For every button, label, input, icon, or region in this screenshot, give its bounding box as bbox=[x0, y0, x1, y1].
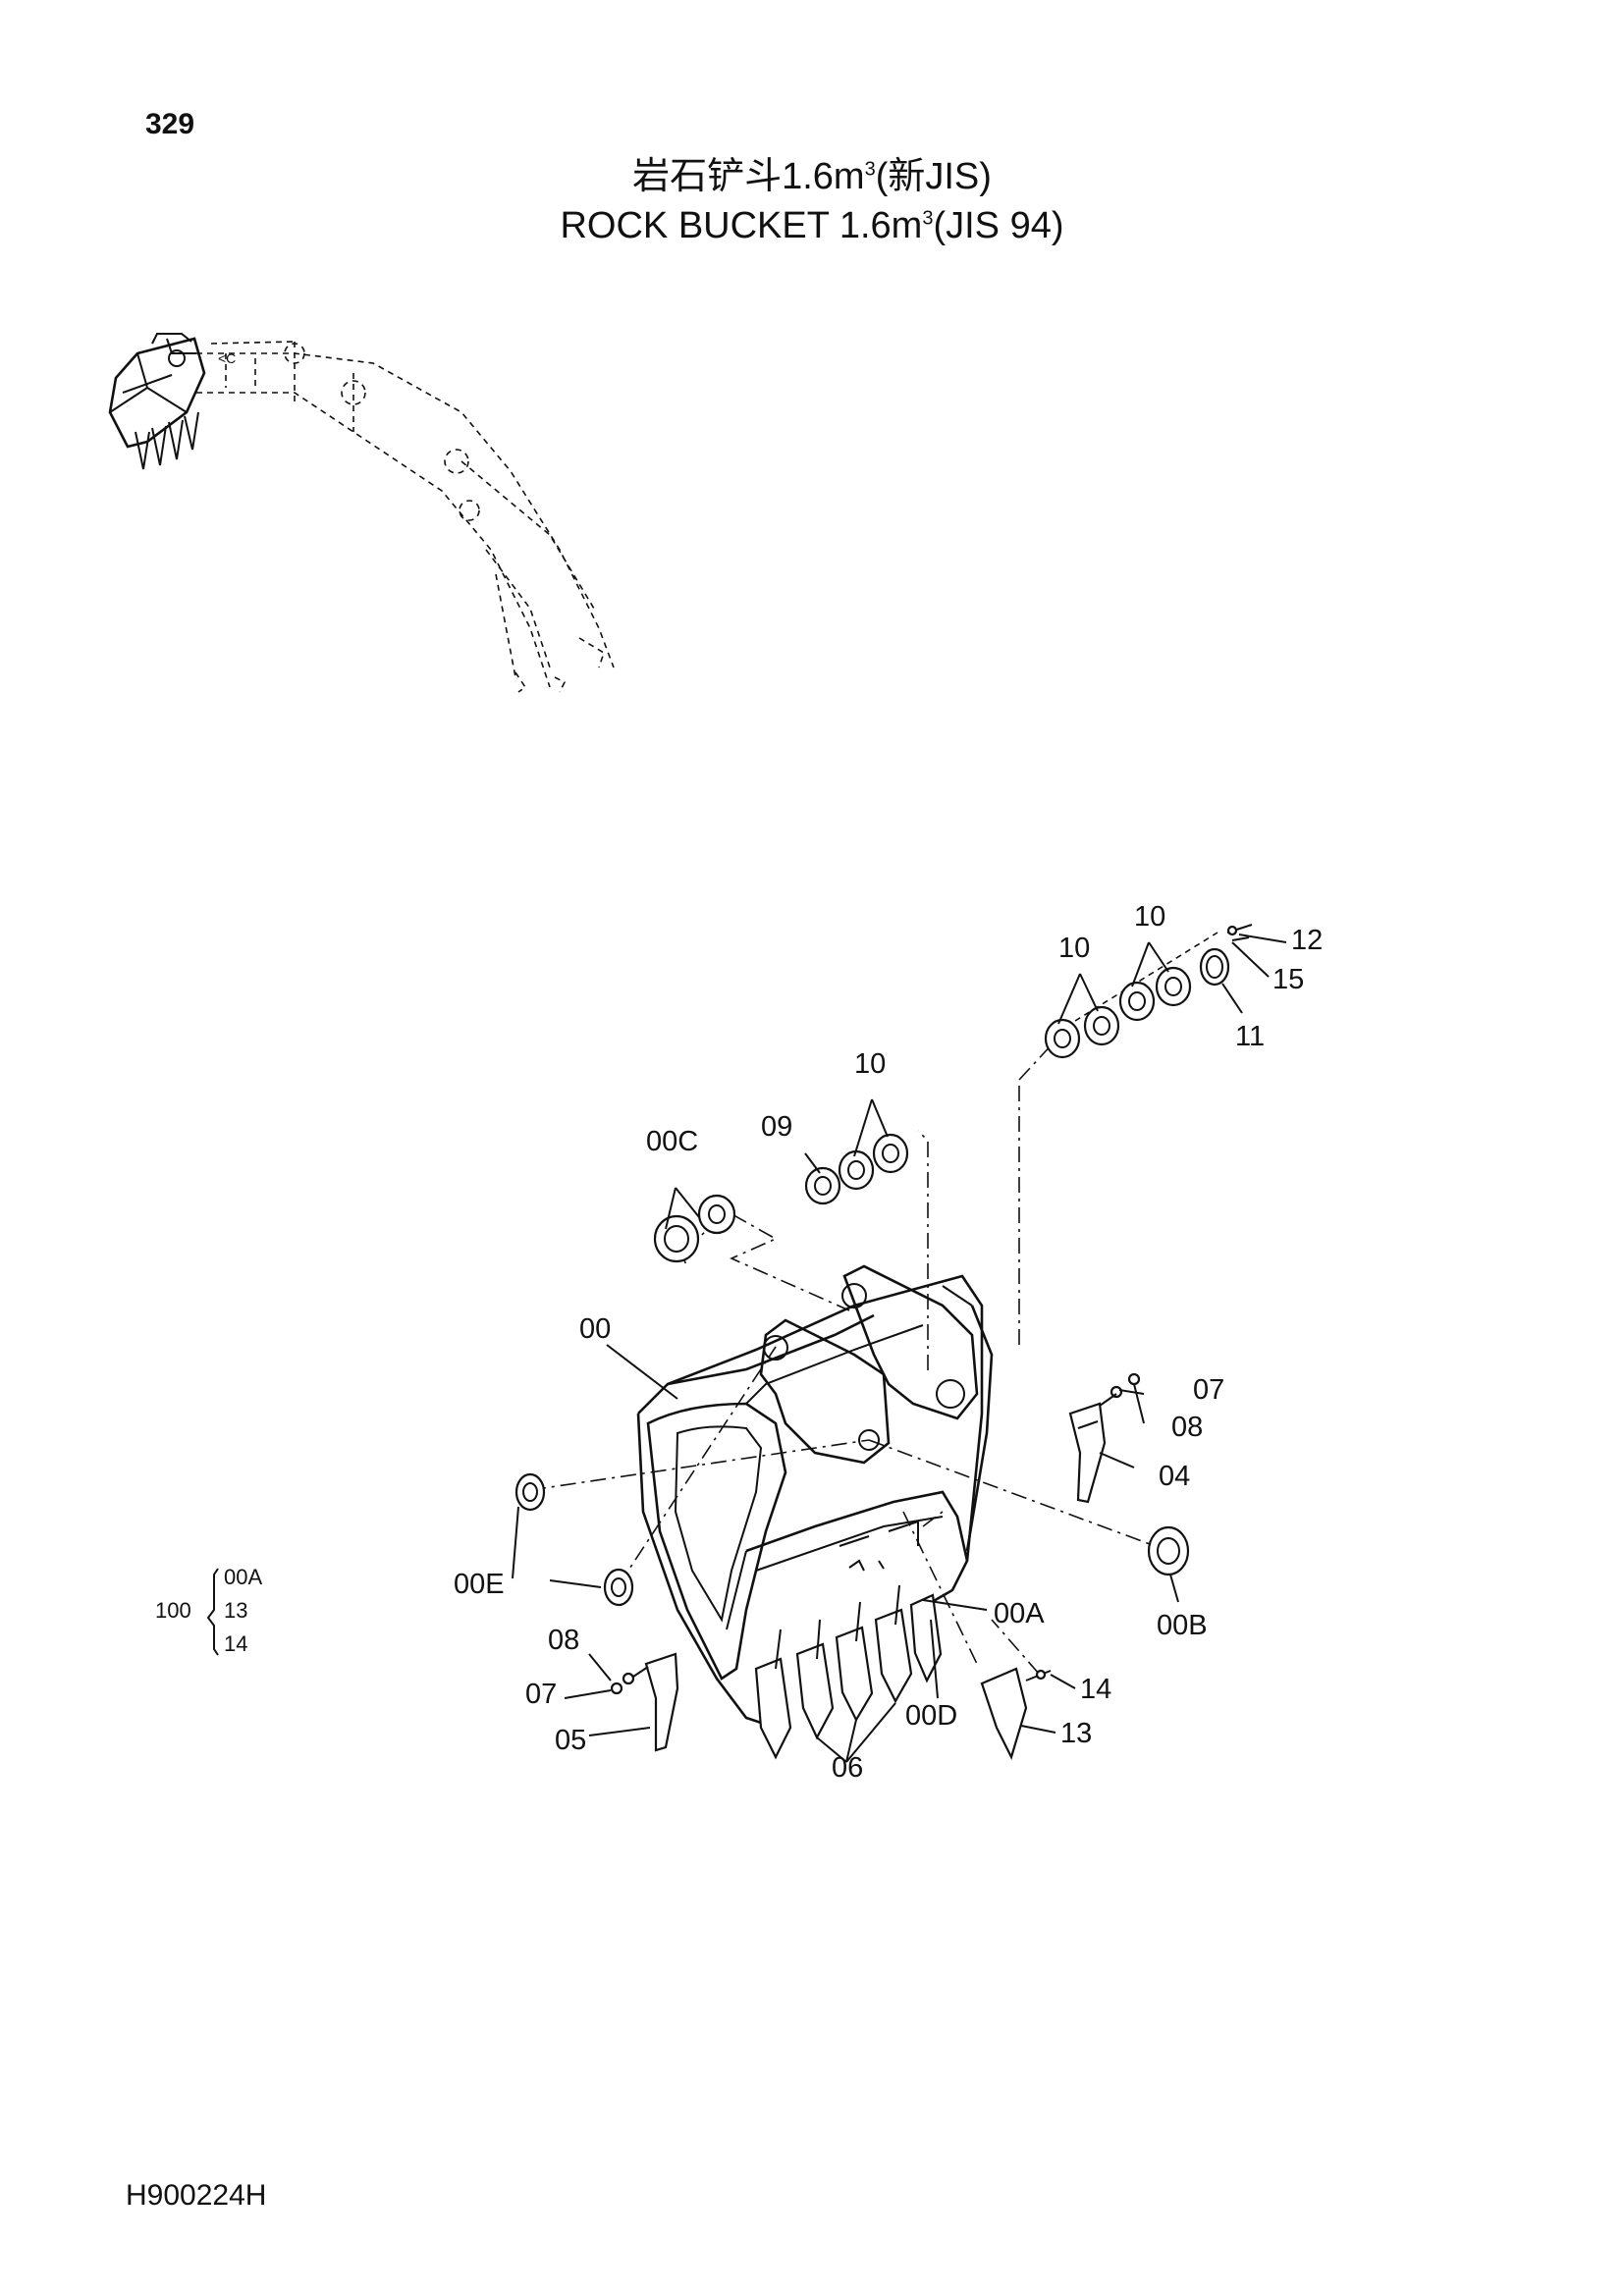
kit-item-13: 13 bbox=[224, 1598, 248, 1623]
title-cn-main: 岩石铲斗1.6m bbox=[632, 156, 865, 197]
svg-text:<C: <C bbox=[218, 350, 236, 366]
callout-00B: 00B bbox=[1157, 1610, 1208, 1641]
part-10-shims-center bbox=[838, 1133, 909, 1191]
part-10-shims-top bbox=[1118, 966, 1192, 1022]
callout-07-right: 07 bbox=[1193, 1374, 1225, 1406]
callout-08-right: 08 bbox=[1171, 1412, 1204, 1443]
callout-10-mid: 10 bbox=[1058, 933, 1091, 964]
callout-10-center: 10 bbox=[854, 1048, 887, 1080]
part-00E-seals bbox=[514, 1472, 634, 1607]
part-00B-seal bbox=[1147, 1525, 1190, 1576]
callout-00E: 00E bbox=[454, 1569, 505, 1600]
part-07-08-left-bolt bbox=[610, 1666, 649, 1695]
part-00C-seals bbox=[653, 1194, 736, 1263]
part-07-08-right-bolt bbox=[1099, 1372, 1141, 1407]
title-en-main: ROCK BUCKET 1.6m bbox=[560, 205, 923, 246]
callout-04: 04 bbox=[1159, 1461, 1191, 1492]
part-04-side-cutter bbox=[1068, 1402, 1107, 1504]
callout-08-left: 08 bbox=[548, 1625, 580, 1656]
title-chinese: 岩石铲斗1.6m3(新JIS) bbox=[0, 155, 1624, 200]
kit-item-14: 14 bbox=[224, 1631, 248, 1656]
callout-00D: 00D bbox=[905, 1700, 958, 1732]
title-cn-tail: (新JIS) bbox=[875, 156, 992, 197]
part-11-plate bbox=[1199, 947, 1230, 987]
callout-07-left: 07 bbox=[525, 1679, 558, 1710]
leader-lines bbox=[512, 934, 1287, 1763]
title-en-superscript: 3 bbox=[922, 207, 934, 230]
title-cn-superscript: 3 bbox=[864, 158, 876, 181]
key-map-bucket bbox=[108, 333, 206, 470]
bucket-teeth-06 bbox=[754, 1584, 943, 1760]
callout-14: 14 bbox=[1080, 1674, 1112, 1705]
callout-15: 15 bbox=[1272, 964, 1305, 995]
key-map-excavator-arm: <C bbox=[108, 333, 615, 693]
kit-number: 100 bbox=[155, 1598, 191, 1623]
kit-bracket bbox=[206, 1568, 219, 1656]
callout-12: 12 bbox=[1291, 925, 1324, 956]
callout-10-top: 10 bbox=[1134, 901, 1166, 933]
callout-00A: 00A bbox=[994, 1598, 1045, 1629]
callout-00: 00 bbox=[579, 1313, 612, 1345]
part-10-shims-mid bbox=[1044, 1005, 1120, 1059]
assembly-center-lines bbox=[529, 932, 1218, 1675]
callout-09: 09 bbox=[761, 1111, 793, 1143]
callout-13: 13 bbox=[1060, 1718, 1093, 1749]
part-13-tooth-point bbox=[980, 1667, 1028, 1760]
callout-06: 06 bbox=[832, 1752, 864, 1784]
callout-11: 11 bbox=[1235, 1021, 1266, 1052]
title-english: ROCK BUCKET 1.6m3(JIS 94) bbox=[0, 204, 1624, 249]
callout-05: 05 bbox=[555, 1725, 587, 1756]
part-14-pin bbox=[1025, 1669, 1052, 1682]
kit-item-00A: 00A bbox=[224, 1565, 263, 1589]
document-id: H900224H bbox=[126, 2179, 267, 2212]
page-number: 329 bbox=[145, 108, 195, 140]
callout-00C: 00C bbox=[646, 1126, 699, 1157]
part-05-side-cutter bbox=[644, 1652, 679, 1752]
bucket-body bbox=[636, 1264, 994, 1760]
part-12-bolt bbox=[1226, 924, 1253, 936]
title-en-tail: (JIS 94) bbox=[933, 205, 1064, 246]
part-09-ring bbox=[804, 1166, 841, 1205]
